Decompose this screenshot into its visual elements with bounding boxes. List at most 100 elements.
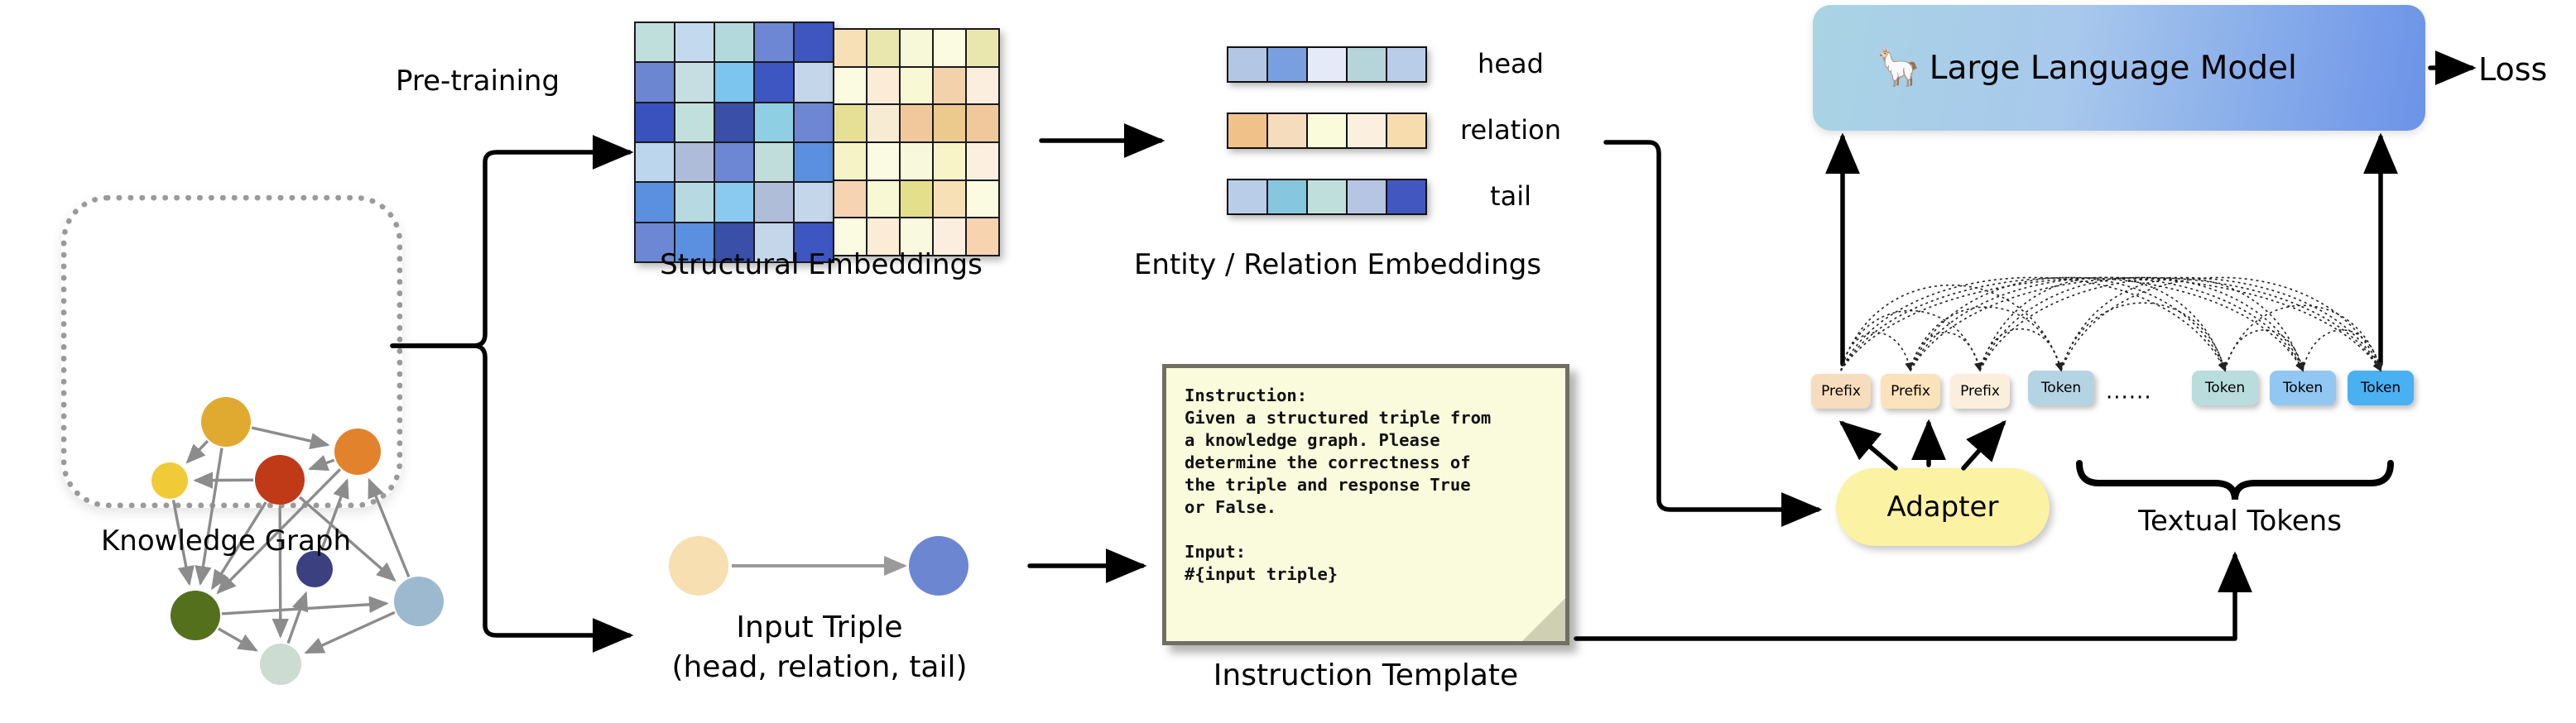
attention-arc [1910,276,2227,372]
matrix-cell [901,180,932,218]
kg-node-olive [171,591,220,640]
loss-label: Loss [2478,51,2548,88]
matrix-cell [834,105,866,141]
llama-icon: 🦙 [1876,46,1921,89]
attention-arc [1910,276,2304,372]
textual-tokens-label: Textual Tokens [2138,505,2342,538]
embedding-cell [1268,48,1306,81]
matrix-cell [755,223,793,261]
matrix-cell [867,218,899,255]
kg-node-navy [296,551,333,587]
matrix-cell [636,23,674,62]
instruction-template-label: Instruction Template [1213,658,1519,692]
token-chip-4: Token [2348,371,2414,405]
attention-arc [1840,276,2226,372]
matrix-cell [967,143,998,180]
attention-arc [2060,276,2382,372]
attention-arc [1979,276,2381,372]
semantic-embedding-matrix [833,28,1000,256]
attention-arc [1910,276,2381,372]
matrix-cell [795,142,833,182]
page-fold-corner [1518,594,1569,645]
matrix-cell [675,63,714,102]
matrix-cell [636,63,674,102]
matrix-cell [901,143,932,180]
matrix-cell [715,223,753,261]
instruction-template-note: Instruction: Given a structured triple f… [1162,364,1569,645]
prefix-chip-2: Prefix [1881,374,1940,409]
matrix-cell [636,103,674,141]
prefix-chip-3: Prefix [1950,374,2010,409]
matrix-cell [715,63,753,102]
pre-training-label: Pre-training [396,65,560,98]
knowledge-graph-panel [61,195,402,508]
matrix-cell [715,103,753,141]
kg-node-amber [201,397,251,447]
matrix-cell [795,183,833,222]
kg-node-palegreen [260,644,301,685]
matrix-cell [636,142,674,182]
attention-arc [1840,284,2063,372]
matrix-cell [834,67,866,104]
embedding-cell [1387,180,1425,213]
matrix-cell [967,105,998,141]
attention-arc [2224,304,2383,372]
matrix-cell [636,183,674,222]
structural-embeddings-label: Structural Embeddings [660,248,983,281]
attention-arc [2224,329,2305,372]
attention-arc [1910,332,1982,372]
matrix-cell [967,67,998,104]
input-triple-label: Input Triple [736,610,903,644]
embedding-cell [1268,180,1306,213]
matrix-cell [934,67,965,104]
input-triple-tail-node [909,536,968,596]
embedding-cell [1308,180,1346,213]
sequence-ellipsis: ······ [2106,385,2152,410]
instruction-template-text: Instruction: Given a structured triple f… [1185,385,1492,585]
embedding-cell [1308,114,1346,147]
input-triple-head-node [669,536,728,596]
entity-relation-embeddings-label: Entity / Relation Embeddings [1133,248,1542,281]
head-embedding-label: head [1478,48,1544,79]
token-chip-1: Token [2028,371,2094,405]
embedding-cell [1228,114,1266,147]
matrix-cell [834,180,866,218]
matrix-cell [967,30,998,66]
matrix-cell [967,180,998,218]
adapter-module: Adapter [1836,468,2050,546]
matrix-cell [755,23,793,62]
matrix-cell [901,105,932,141]
kg-node-steelblue [394,577,444,626]
embedding-cell [1228,180,1266,213]
matrix-cell [795,223,833,261]
kg-node-orange [334,429,381,475]
kg-node-yellow [151,462,188,499]
matrix-cell [867,180,899,218]
matrix-cell [675,23,714,62]
matrix-cell [795,103,833,141]
prefix-chip-1: Prefix [1811,374,1871,409]
token-chip-2: Token [2192,371,2258,405]
llm-title: Large Language Model [1929,49,2297,87]
matrix-cell [834,30,866,66]
attention-arc [1840,309,1982,372]
embedding-cell [1228,48,1266,81]
matrix-cell [675,103,714,141]
matrix-cell [934,30,965,66]
matrix-cell [755,142,793,182]
matrix-cell [934,180,965,218]
embedding-cell [1387,114,1425,147]
matrix-cell [675,183,714,222]
matrix-cell [715,142,753,182]
input-triple-sublabel: (head, relation, tail) [671,650,968,684]
relation-embedding-strip [1227,113,1427,149]
matrix-cell [715,183,753,222]
attention-arc [1910,306,2064,372]
matrix-cell [867,30,899,66]
matrix-cell [867,143,899,180]
structural-embedding-matrix [634,22,834,263]
attention-arc [1840,276,2304,372]
matrix-cell [867,105,899,141]
large-language-model-box: 🦙 Large Language Model [1813,5,2425,131]
matrix-cell [675,223,714,261]
